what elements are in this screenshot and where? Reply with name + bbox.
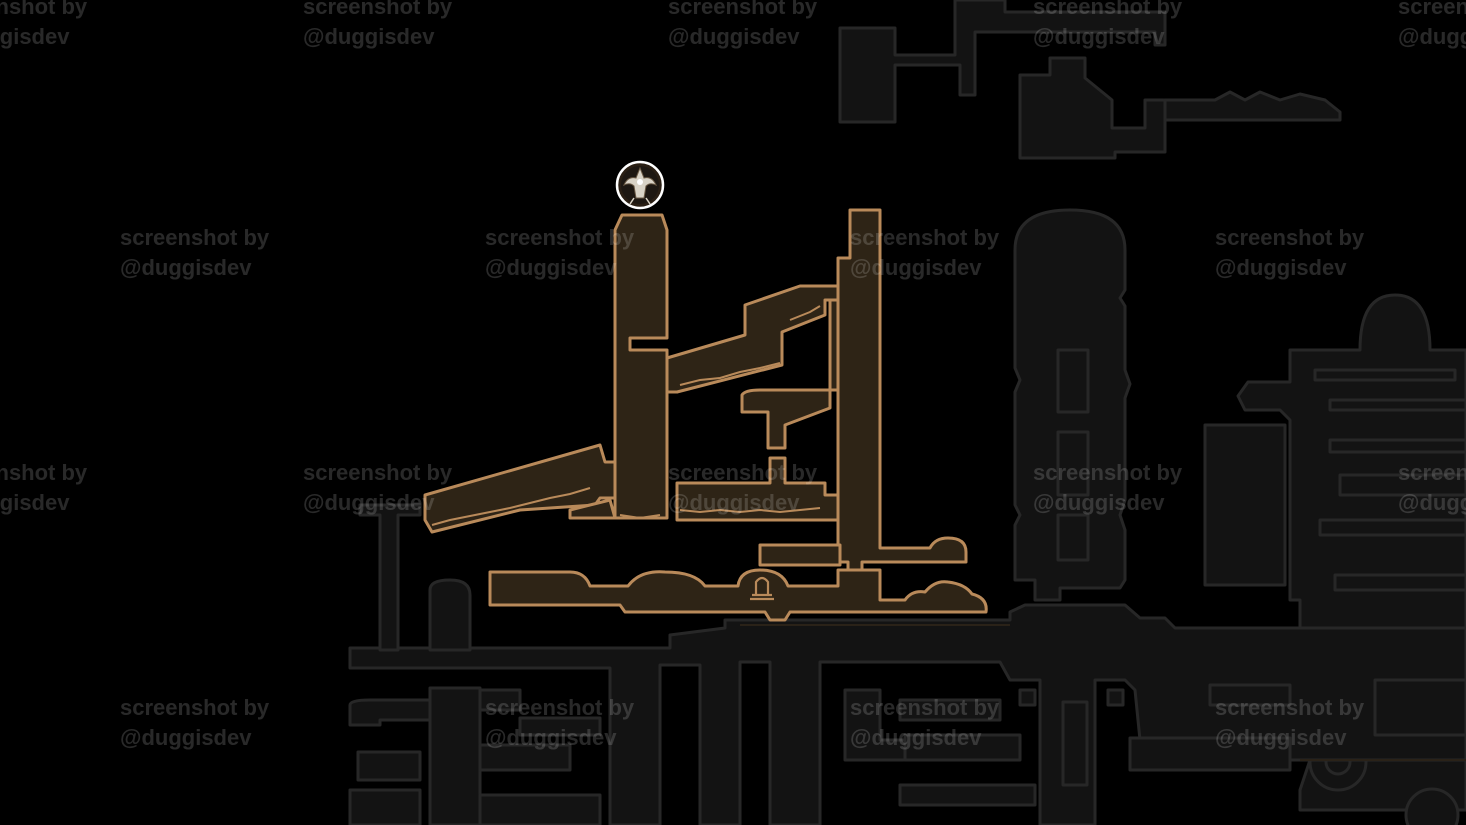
unexplored-highlight (740, 624, 1466, 761)
knight-pin-icon[interactable] (615, 160, 665, 210)
bench-icon (750, 576, 774, 601)
unexplored-areas (348, 0, 1466, 825)
explored-details (431, 305, 821, 526)
explored-area (423, 208, 988, 622)
